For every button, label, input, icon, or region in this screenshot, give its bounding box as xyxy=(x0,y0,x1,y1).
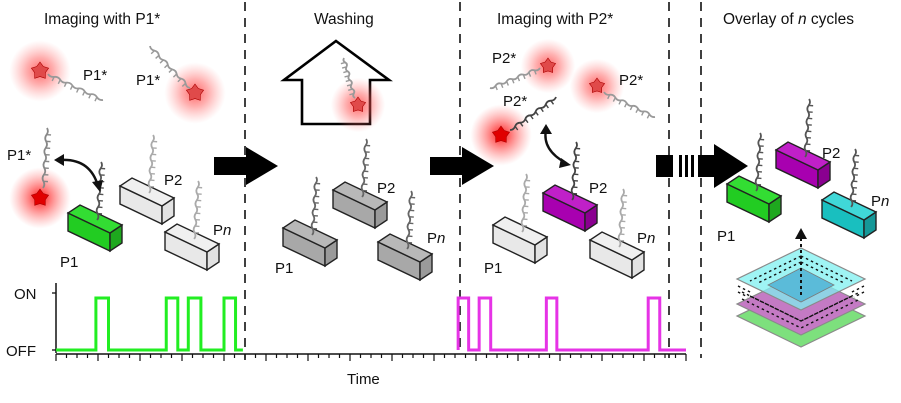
anchor-block-pn xyxy=(376,233,434,282)
label-p2-star: P2* xyxy=(503,93,527,110)
y-tick-label-off: OFF xyxy=(6,343,36,360)
dna-strand xyxy=(570,141,581,201)
label-pn: Pn xyxy=(871,193,889,210)
binding-exchange-arrow-icon xyxy=(54,154,103,192)
binding-exchange-arrow-icon xyxy=(540,124,571,168)
layer-inner-window xyxy=(767,267,835,303)
fluorophore-icon xyxy=(569,58,625,114)
dna-strand xyxy=(360,138,371,198)
label-p1: P1 xyxy=(717,228,735,245)
label-p1-star: P1* xyxy=(136,72,160,89)
dna-strand xyxy=(849,148,860,208)
anchor-block-p2 xyxy=(331,181,389,230)
anchor-block-p1-active xyxy=(66,204,124,253)
y-tick-label-on: ON xyxy=(14,286,37,303)
arrow-right-broken-icon xyxy=(656,144,748,188)
dna-strand xyxy=(617,188,628,248)
label-p1: P1 xyxy=(60,254,78,271)
dna-strand xyxy=(192,180,203,240)
x-axis-label: Time xyxy=(347,371,380,388)
dna-strand xyxy=(803,98,814,158)
traces xyxy=(56,296,686,352)
anchor-block-pn xyxy=(820,191,878,240)
anchor-block-p1 xyxy=(491,216,549,265)
label-p1-star: P1* xyxy=(83,67,107,84)
anchor-block-p2 xyxy=(774,141,832,190)
label-p2: P2 xyxy=(589,180,607,197)
fluorophore-icon xyxy=(164,62,226,124)
label-p2-star: P2* xyxy=(492,50,516,67)
anchor-block-p2 xyxy=(118,177,176,226)
label-p2-star: P2* xyxy=(619,72,643,89)
label-pn: Pn xyxy=(213,222,231,239)
panel-4-title: Overlay of n cycles xyxy=(723,11,854,28)
trace-p2-imaging-trace xyxy=(456,296,686,352)
arrow-right-icon xyxy=(430,147,494,185)
x-ticks xyxy=(55,354,687,361)
anchor-block-p2 xyxy=(163,223,221,272)
overlay-stack-icon xyxy=(735,228,867,348)
anchor-block-p1 xyxy=(281,219,339,268)
panel-1-title: Imaging with P1* xyxy=(44,11,160,28)
panel-dividers xyxy=(244,2,702,360)
dna-strand xyxy=(310,176,321,236)
dna-strand xyxy=(754,132,765,192)
panel-3-title: Imaging with P2* xyxy=(497,11,613,28)
panel-2-title: Washing xyxy=(314,11,374,28)
fluorophore-icon xyxy=(9,167,71,229)
anchor-block-p1 xyxy=(725,175,783,224)
fluorophore-icon xyxy=(520,38,576,94)
label-p1: P1 xyxy=(275,260,293,277)
dna-strand xyxy=(147,134,158,194)
label-p2: P2 xyxy=(377,180,395,197)
label-pn: Pn xyxy=(427,230,445,247)
arrow-right-icon xyxy=(214,147,278,185)
time-trace-chart: ON OFF Time xyxy=(6,283,687,388)
dna-strand xyxy=(41,127,52,189)
arrow-up-icon xyxy=(795,228,807,239)
label-p2: P2 xyxy=(164,172,182,189)
dna-strand xyxy=(520,173,531,233)
dna-strand xyxy=(95,161,106,221)
fluorophore-icon xyxy=(330,77,386,133)
dna-strand xyxy=(47,73,104,102)
dna-strand xyxy=(149,45,191,89)
anchor-block-pn xyxy=(588,231,646,280)
label-p2: P2 xyxy=(822,145,840,162)
label-pn: Pn xyxy=(637,230,655,247)
dna-strand xyxy=(603,91,656,119)
fluorophore-icon xyxy=(470,104,532,166)
dna-strand xyxy=(509,96,557,131)
trace-p1-imaging-trace xyxy=(56,296,243,352)
anchor-block-p2-active xyxy=(541,184,599,233)
dna-strand xyxy=(340,57,356,99)
label-p1: P1 xyxy=(484,260,502,277)
probe-labels: P1* P1* P1* P1 P2 Pn P1 P2 Pn P2* P2* P2… xyxy=(7,50,889,277)
scene-layer xyxy=(9,38,878,282)
process-arrows xyxy=(214,144,748,188)
dna-strand xyxy=(405,190,416,250)
dna-strand xyxy=(489,67,541,91)
fluorophore-icon xyxy=(9,40,71,102)
label-p1-star: P1* xyxy=(7,147,31,164)
